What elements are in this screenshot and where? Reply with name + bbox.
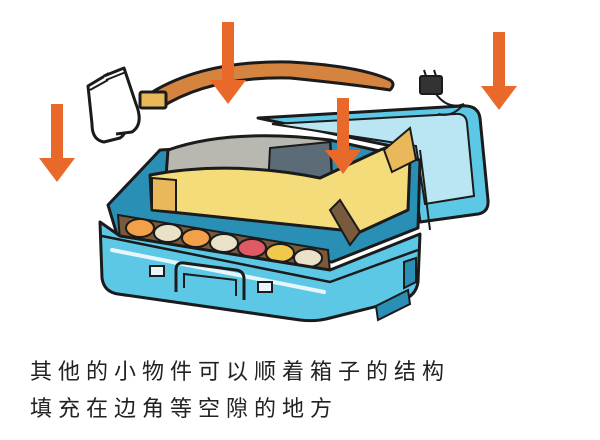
packing-illustration <box>39 22 517 323</box>
belt-icon <box>138 60 395 110</box>
caption-line-1: 其他的小物件可以顺着箱子的结构 <box>30 360 451 385</box>
down-arrow-icon <box>325 98 361 174</box>
suitcase-lid <box>256 104 490 231</box>
suitcase-base <box>98 220 422 323</box>
down-arrow-icon <box>39 104 75 182</box>
down-arrow-icon <box>481 32 517 110</box>
caption: 其他的小物件可以顺着箱子的结构 填充在边角等空隙的地方 <box>30 354 590 428</box>
down-arrow-icon <box>210 22 246 104</box>
socks-icon <box>86 66 141 144</box>
caption-line-2: 填充在边角等空隙的地方 <box>30 397 339 422</box>
rolled-clothes <box>116 213 332 274</box>
charger-icon <box>419 69 465 116</box>
